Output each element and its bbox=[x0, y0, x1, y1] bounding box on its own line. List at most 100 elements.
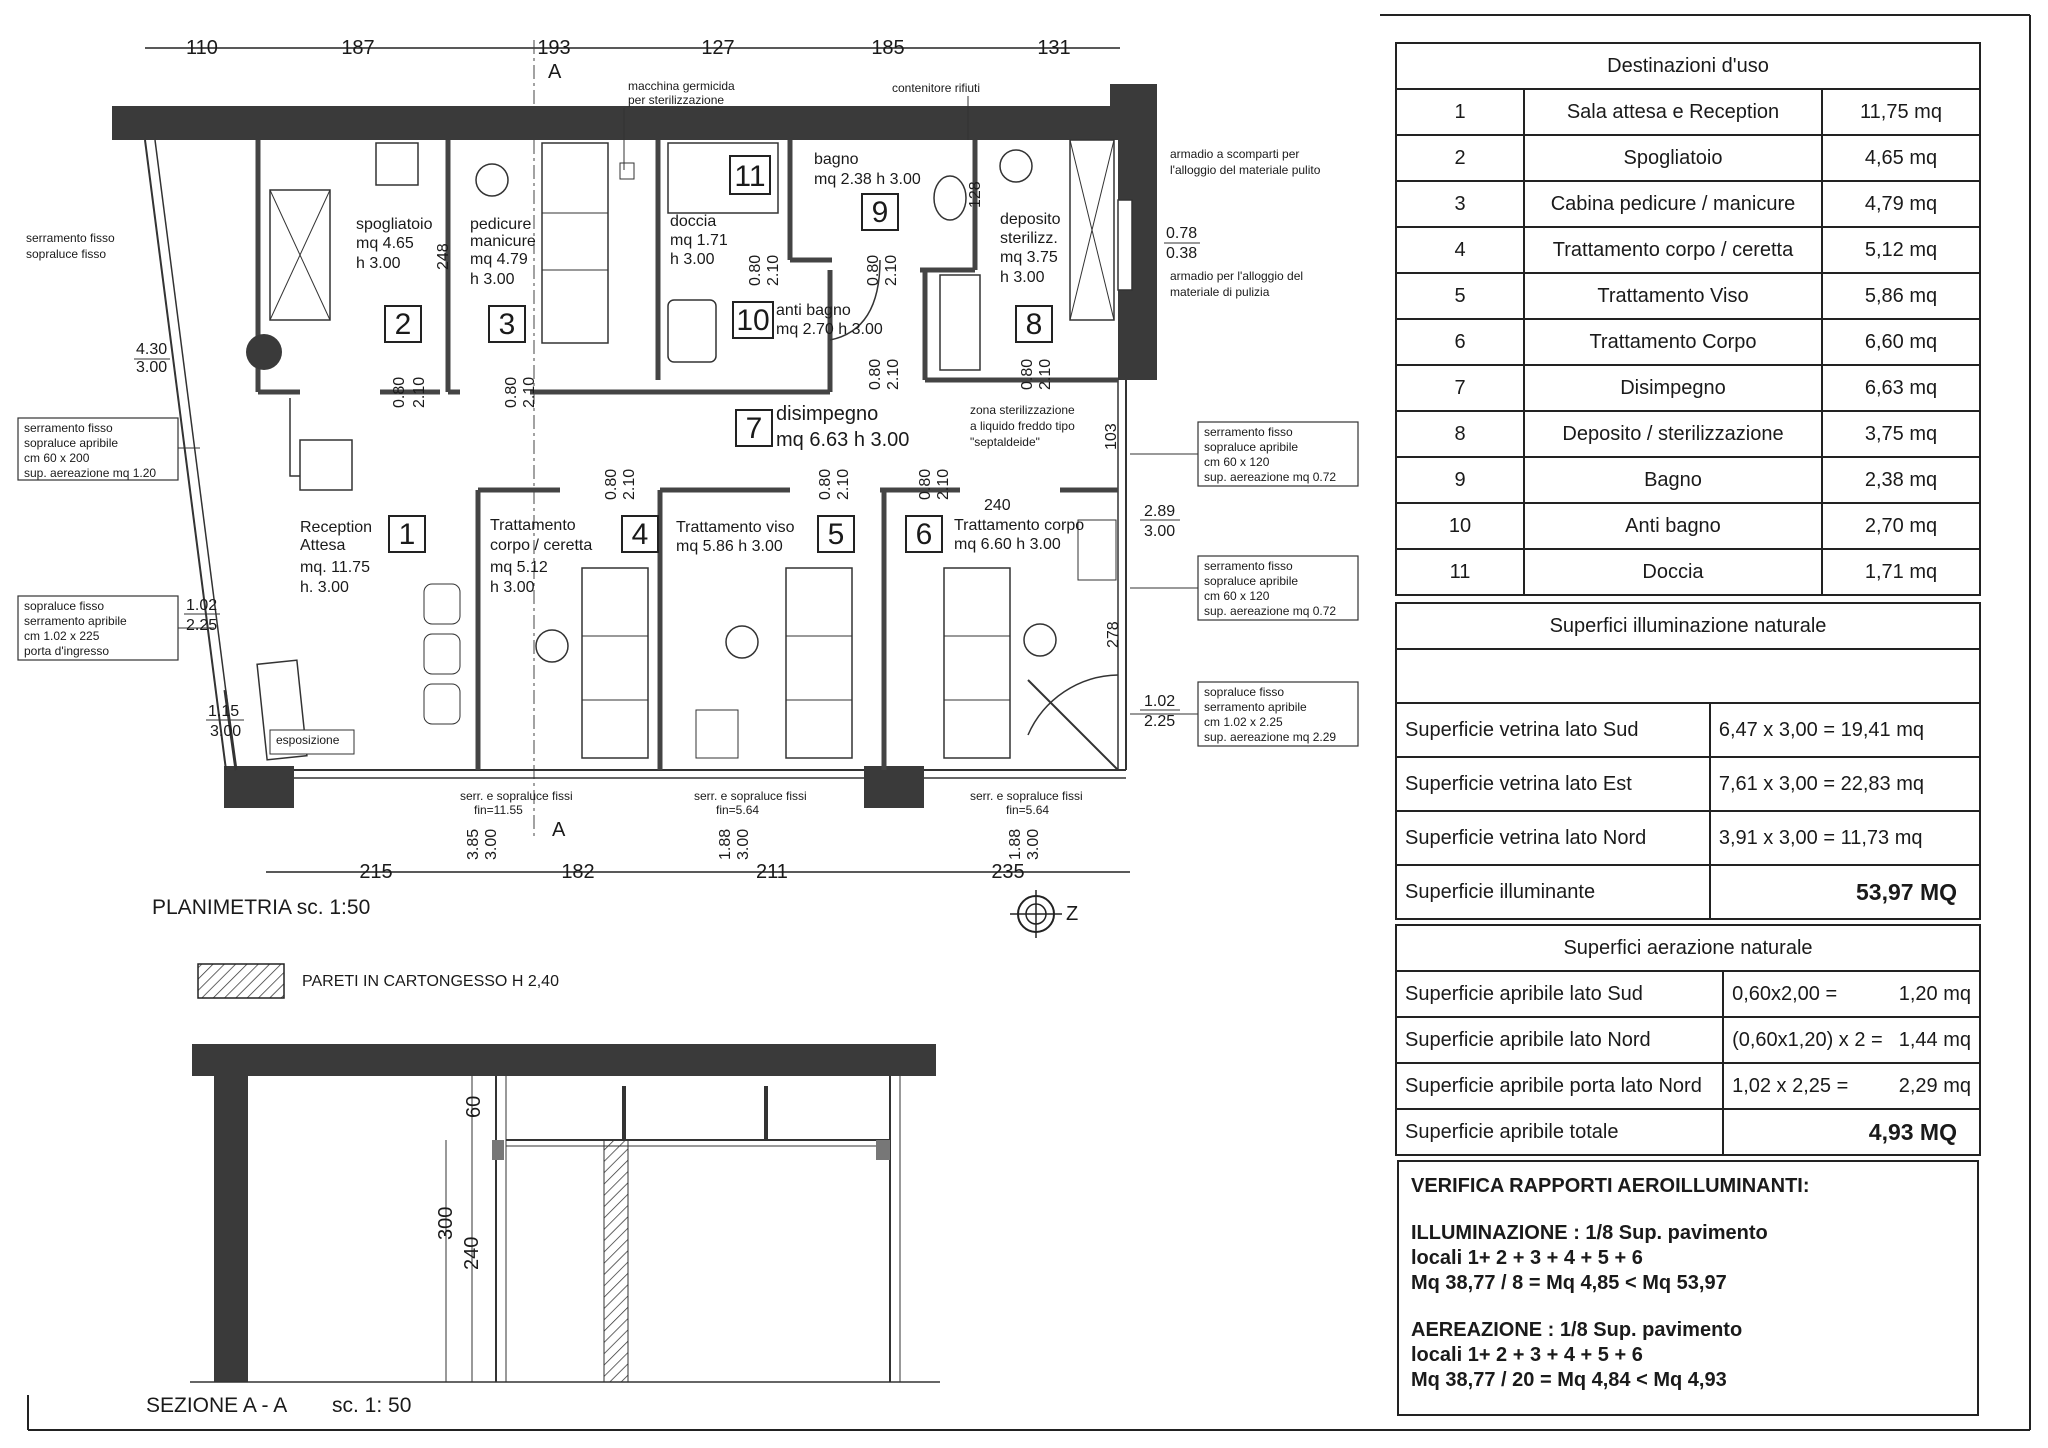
callout-e3-l4: sup. aereazione mq 2.29 bbox=[1204, 730, 1336, 744]
dim-bottom-2: 182 bbox=[561, 861, 594, 883]
dim-door9-210: 2.10 bbox=[765, 255, 782, 286]
note-zona-1: zona sterilizzazione bbox=[970, 403, 1075, 417]
section-marker-bottom: A bbox=[552, 819, 566, 841]
room-10-area: mq 2.70 h 3.00 bbox=[776, 321, 883, 338]
room-7-area: mq 6.63 h 3.00 bbox=[776, 429, 909, 451]
aeration-total-label: Superficie apribile totale bbox=[1394, 1108, 1725, 1156]
dim-door2-080: 0.80 bbox=[503, 377, 520, 408]
north-arrow-icon bbox=[1010, 890, 1062, 938]
dim-door6-080: 0.80 bbox=[817, 469, 834, 500]
note-serr-top-a: serramento fisso bbox=[26, 231, 115, 245]
dim-door5-210: 2.10 bbox=[621, 469, 638, 500]
note-armadio-1a: armadio a scomparti per bbox=[1170, 147, 1299, 161]
dim-top-3: 193 bbox=[537, 37, 570, 59]
room-4-name1: Trattamento bbox=[490, 517, 576, 534]
room-8-area: mq 3.75 bbox=[1000, 249, 1058, 266]
dim-door2-210: 2.10 bbox=[521, 377, 538, 408]
callout-e3-l2: serramento apribile bbox=[1204, 700, 1307, 714]
callout-w1-l4: sup. aereazione mq 1.20 bbox=[24, 466, 156, 480]
room-9-number: 9 bbox=[872, 196, 889, 229]
room-3-area: mq 4.79 bbox=[470, 251, 528, 268]
callout-w2-l1: sopraluce fisso bbox=[24, 599, 104, 613]
note-rifiuti: contenitore rifiuti bbox=[892, 81, 980, 95]
top-dimension-line: 110 187 193 127 185 131 bbox=[145, 37, 1120, 59]
dim-door8-210: 2.10 bbox=[883, 255, 900, 286]
dim-102e: 1.02 bbox=[1144, 693, 1175, 710]
aeration-total-value: 4,93 MQ bbox=[1722, 1108, 1981, 1156]
aeration-title: Superfici aerazione naturale bbox=[1395, 924, 1981, 972]
room-1-number: 1 bbox=[399, 518, 416, 551]
room-1-height: h. 3.00 bbox=[300, 579, 349, 596]
callout-e1-l1: serramento fisso bbox=[1204, 425, 1293, 439]
room-11-area: mq 1.71 bbox=[670, 232, 728, 249]
dim-128: 128 bbox=[967, 181, 984, 208]
note-germicida-2: per sterilizzazione bbox=[628, 93, 724, 107]
callout-s2: serr. e sopraluce fissi bbox=[694, 789, 807, 803]
section-dim-240: 240 bbox=[461, 1237, 483, 1270]
uses-table-title: Destinazioni d'uso bbox=[1395, 42, 1981, 90]
callout-w2-l2: serramento apribile bbox=[24, 614, 127, 628]
room-4-number: 4 bbox=[632, 518, 649, 551]
section-dim-60: 60 bbox=[463, 1096, 485, 1118]
room-3-name2: manicure bbox=[470, 233, 536, 250]
dim-door4-210: 2.10 bbox=[1037, 359, 1054, 390]
note-armadio-1b: l'alloggio del materiale pulito bbox=[1170, 163, 1321, 177]
note-armadio-2a: armadio per l'alloggio del bbox=[1170, 269, 1303, 283]
room-1-name1: Reception bbox=[300, 519, 372, 536]
dim-289: 2.89 bbox=[1144, 503, 1175, 520]
dim-door3-210: 2.10 bbox=[885, 359, 902, 390]
section-dim-300: 300 bbox=[435, 1207, 457, 1240]
callout-e2-l4: sup. aereazione mq 0.72 bbox=[1204, 604, 1336, 618]
room-10-name: anti bagno bbox=[776, 302, 851, 319]
note-serr-top-b: sopraluce fisso bbox=[26, 247, 106, 261]
room-1-area: mq. 11.75 bbox=[300, 559, 370, 576]
room-4-area: mq 5.12 bbox=[490, 559, 548, 576]
callout-s3: serr. e sopraluce fissi bbox=[970, 789, 1083, 803]
room-3-number: 3 bbox=[499, 308, 516, 341]
dim-bottom-4: 235 bbox=[991, 861, 1024, 883]
room-3-name1: pedicure bbox=[470, 216, 531, 233]
dim-top-5: 185 bbox=[871, 37, 904, 59]
aeration-rooms: locali 1+ 2 + 3 + 4 + 5 + 6 bbox=[1411, 1344, 1643, 1366]
north-label: Z bbox=[1066, 903, 1078, 925]
dim-078: 0.78 bbox=[1166, 225, 1197, 242]
dim-115: 1.15 bbox=[208, 703, 239, 720]
dim-door6-210: 2.10 bbox=[835, 469, 852, 500]
note-zona-2: a liquido freddo tipo bbox=[970, 419, 1075, 433]
dim-225e: 2.25 bbox=[1144, 713, 1175, 730]
callout-e3-l3: cm 1.02 x 2.25 bbox=[1204, 715, 1283, 729]
dim-door4-080: 0.80 bbox=[1019, 359, 1036, 390]
room-7-name: disimpegno bbox=[776, 403, 878, 425]
illumination-total-value: 53,97 MQ bbox=[1708, 864, 1982, 920]
dim-door7-210: 2.10 bbox=[935, 469, 952, 500]
dim-248: 248 bbox=[435, 243, 452, 270]
note-zona-3: "septaldeide" bbox=[970, 435, 1040, 449]
dim-300c: 3.00 bbox=[1144, 523, 1175, 540]
aeration-rule: AEREAZIONE : 1/8 Sup. pavimento bbox=[1411, 1319, 1743, 1341]
dim-038: 0.38 bbox=[1166, 245, 1197, 262]
dim-door7-080: 0.80 bbox=[917, 469, 934, 500]
room-8-name1: deposito bbox=[1000, 211, 1061, 228]
callout-w1-l2: sopraluce apribile bbox=[24, 436, 118, 450]
room-2-height: h 3.00 bbox=[356, 255, 401, 272]
room-11-name: doccia bbox=[670, 213, 716, 230]
bottom-dimension-line: 215 182 211 235 bbox=[266, 861, 1130, 883]
callout-e2-l3: cm 60 x 120 bbox=[1204, 589, 1270, 603]
callout-e3-l1: sopraluce fisso bbox=[1204, 685, 1284, 699]
dim-430: 4.30 bbox=[136, 341, 167, 358]
callout-w1-l3: cm 60 x 200 bbox=[24, 451, 90, 465]
dim-s1-300: 3.00 bbox=[483, 829, 500, 860]
section-marker-top: A bbox=[548, 61, 562, 83]
note-esposizione: esposizione bbox=[276, 733, 340, 747]
room-6-area: mq 6.60 h 3.00 bbox=[954, 536, 1061, 553]
